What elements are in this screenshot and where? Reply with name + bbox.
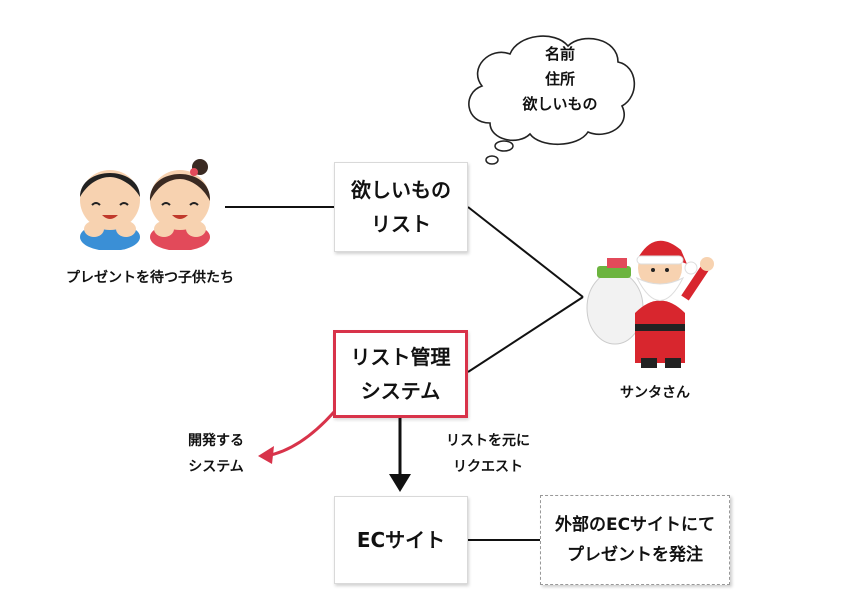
thought-wish: 欲しいもの (522, 95, 598, 113)
thought-text: 名前 住所 欲しいもの (515, 42, 605, 117)
develop-label: 開発する システム (168, 428, 264, 480)
develop-line1: 開発する (188, 433, 244, 449)
wishlist-to-santa-line (467, 206, 584, 298)
children-illustration (80, 159, 211, 250)
external-ec-line2: プレゼントを発注 (567, 545, 703, 565)
system-to-santa-line (467, 296, 584, 373)
wishlist-line1: 欲しいもの (351, 178, 451, 202)
develop-arrowhead (258, 446, 274, 464)
external-ec-line1: 外部のECサイトにて (554, 515, 716, 535)
external-ec-node: 外部のECサイトにて プレゼントを発注 (540, 495, 730, 585)
request-label: リストを元に リクエスト (428, 428, 548, 480)
request-line1: リストを元に (446, 433, 530, 449)
children-label: プレゼントを待つ子供たち (66, 270, 234, 286)
ec-site-node: ECサイト (334, 496, 468, 584)
list-system-node: リスト管理 システム (333, 330, 468, 418)
thought-address: 住所 (544, 70, 575, 88)
list-system-line2: システム (360, 379, 441, 403)
thought-bubble (468, 35, 636, 165)
develop-line2: システム (188, 459, 244, 475)
ec-site-label: ECサイト (356, 528, 446, 552)
wishlist-node: 欲しいもの リスト (334, 162, 468, 252)
request-line2: リクエスト (453, 459, 523, 475)
santa-illustration (586, 240, 714, 368)
thought-name: 名前 (544, 45, 575, 63)
santa-label: サンタさん (620, 385, 690, 401)
develop-curved-arrow (265, 410, 336, 458)
list-system-line1: リスト管理 (350, 345, 451, 369)
down-arrowhead (389, 474, 411, 492)
wishlist-line2: リスト (371, 212, 431, 236)
